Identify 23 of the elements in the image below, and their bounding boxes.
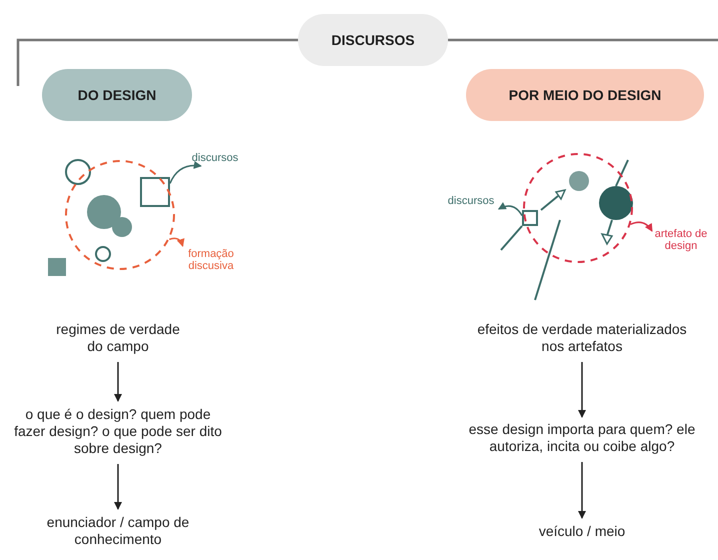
flow-text: o que é o design? quem pode fazer design? o que pode ser dito sobre design? [10, 404, 226, 458]
leader-arrow [169, 238, 184, 247]
flow-text: enunciador / campo de conhecimento [33, 512, 203, 550]
leader-arrow [169, 161, 202, 184]
dashed-circle [523, 153, 633, 263]
annotation-text: formação discusiva [178, 246, 244, 274]
dashed-circle [65, 160, 175, 270]
arrow [578, 362, 586, 418]
flow-text: esse design importa para quem? ele autoriza, incita ou coibe algo? [458, 420, 706, 456]
flow-text: veículo / meio [520, 521, 644, 541]
flow-text: efeitos de verdade materializados nos artefatos [472, 320, 692, 356]
flow-text: regimes de verdade do campo [48, 320, 188, 356]
heading-pill: DISCURSOS [298, 14, 448, 66]
arrow [578, 462, 586, 519]
leader-arrow [630, 222, 653, 232]
arrow [114, 362, 122, 402]
annotation-text: discursos [186, 150, 244, 166]
annotation-text: artefato de design [652, 226, 710, 254]
arrow [114, 464, 122, 510]
category-pill: POR MEIO DO DESIGN [466, 69, 704, 121]
annotation-text: discursos [443, 193, 499, 209]
category-pill: DO DESIGN [42, 69, 192, 121]
leader-arrow [498, 202, 523, 216]
